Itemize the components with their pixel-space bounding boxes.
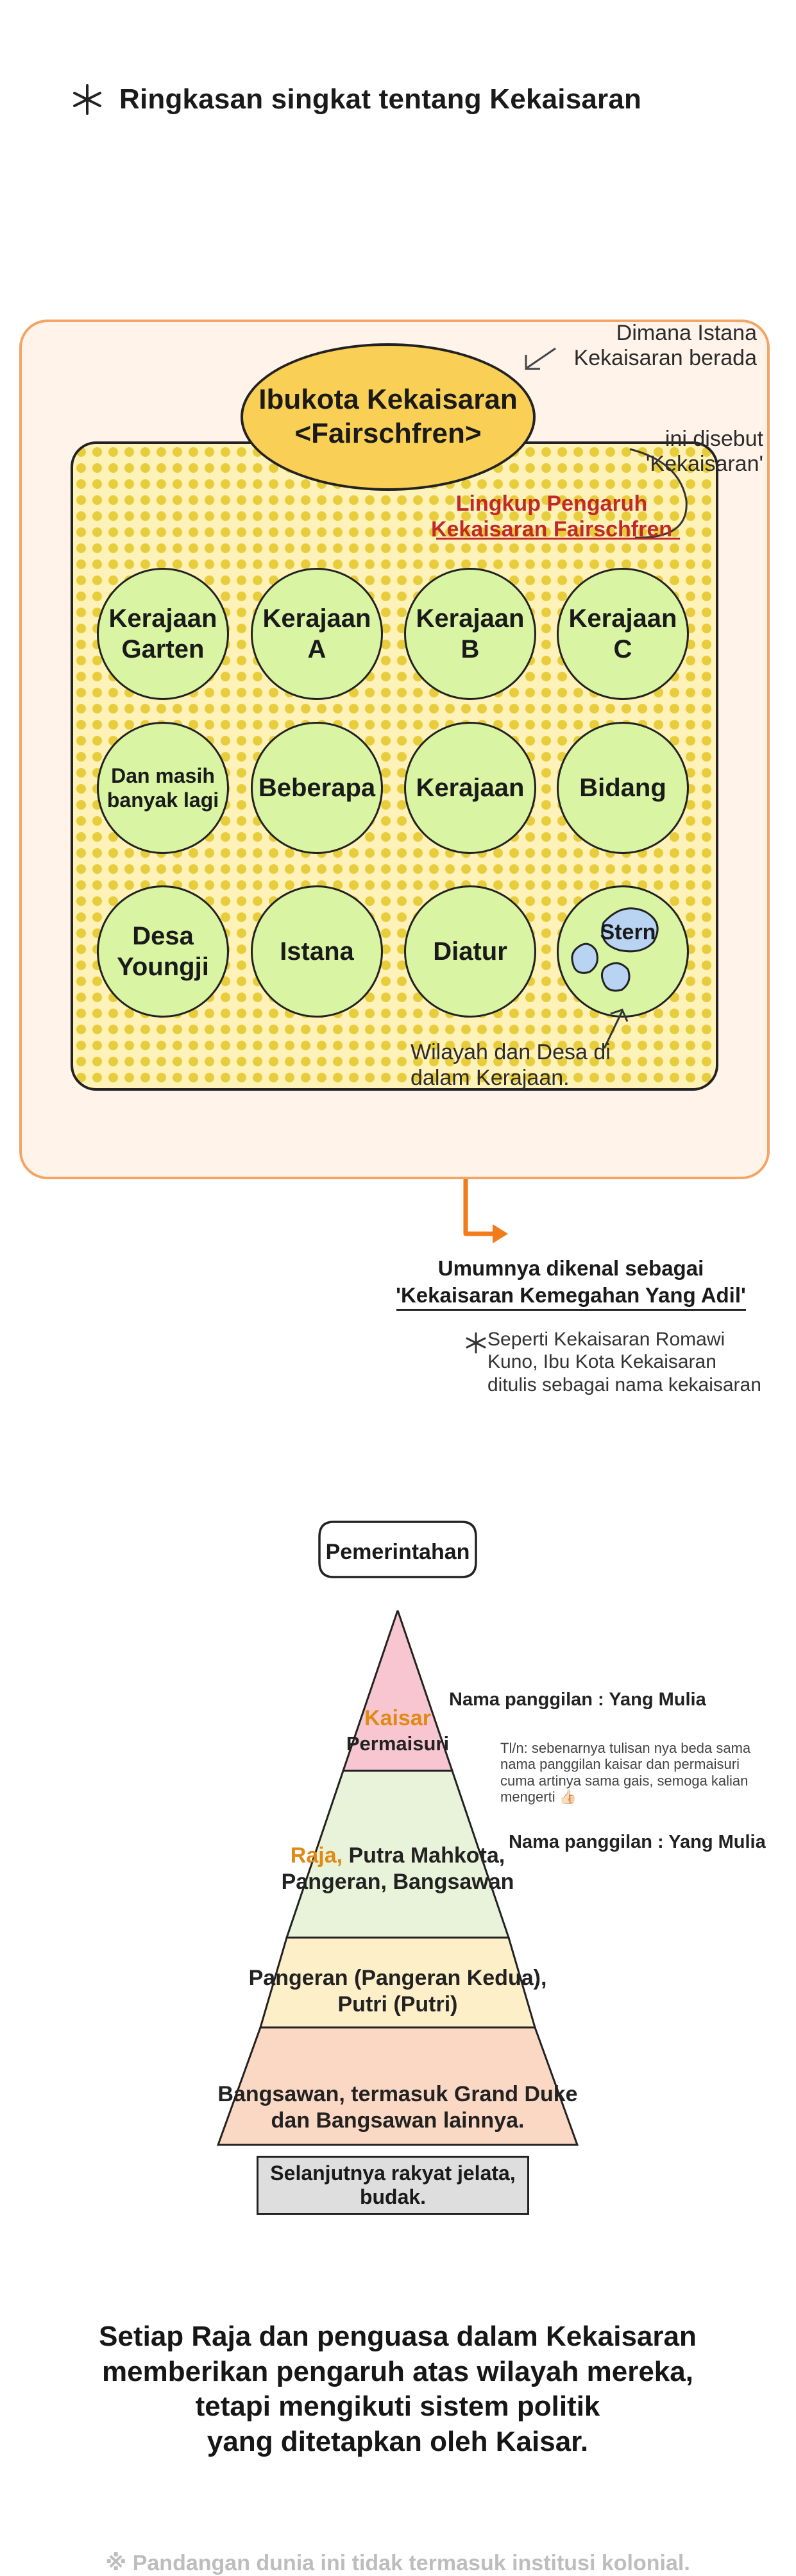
village-blobs <box>571 907 659 992</box>
kingdom-circle: Desa Youngji <box>97 885 229 1018</box>
footnote: ※ Pandangan dunia ini tidak termasuk ins… <box>105 2551 690 2575</box>
commoners-box: Selanjutnya rakyat jelata, budak. <box>257 2156 529 2215</box>
tier-nobles-text: Bangsawan, termasuk Grand Duke dan Bangs… <box>217 2082 578 2133</box>
page-header: Ringkasan singkat tentang Kekaisaran <box>71 77 648 122</box>
government-bracket <box>318 1521 477 1578</box>
king-nickname: Nama panggilan : Yang Mulia <box>509 1832 766 1852</box>
capital-ellipse: Ibukota Kekaisaran <Fairschfren> <box>241 343 536 491</box>
asterisk-icon <box>466 1332 486 1354</box>
government-label: Pemerintahan <box>325 1540 470 1564</box>
empire-called-note: ini disebut 'Kekaisaran' <box>645 427 763 477</box>
known-as-label: Umumnya dikenal sebagai <box>437 1256 704 1280</box>
kingdom-circle: Diatur <box>404 885 536 1018</box>
influence-underline <box>436 538 680 540</box>
kingdom-circle: Kerajaan B <box>404 568 536 700</box>
tier-nobles <box>216 2026 579 2146</box>
bracket-connector <box>629 448 688 539</box>
tier-emperor-text: Kaisar Permaisuri <box>308 1705 487 1755</box>
king-title: Raja, <box>290 1843 343 1868</box>
capital-name: Ibukota Kekaisaran <box>258 384 518 416</box>
emperor-nickname: Nama panggilan : Yang Mulia <box>449 1689 706 1710</box>
tier-princes-text: Pangeran (Pangeran Kedua), Putri (Putri) <box>248 1966 547 2017</box>
kingdom-circle: Dan masih banyak lagi <box>97 722 229 854</box>
orange-arrow-icon <box>463 1179 508 1243</box>
kingdom-circle: Kerajaan A <box>251 568 383 700</box>
influence-label: Lingkup Pengaruh Kekaisaran Fairschfren <box>430 491 673 542</box>
nickname-underline <box>396 1309 746 1311</box>
empire-nickname: 'Kekaisaran Kemegahan Yang Adil' <box>396 1283 746 1307</box>
asterisk-icon <box>73 84 101 115</box>
palace-location-note: Dimana Istana Kekaisaran berada <box>573 321 757 371</box>
kingdom-circle: Kerajaan Garten <box>97 568 229 700</box>
hierarchy-pyramid <box>216 1610 579 2146</box>
villages-note: Wilayah dan Desa di dalam Kerajaan. <box>411 1040 611 1091</box>
capital-subname: <Fairschfren> <box>294 418 482 449</box>
kingdom-circle: Beberapa <box>251 722 383 854</box>
kingdom-circle-stern: Stern <box>557 885 689 1018</box>
note-arrow-icon <box>525 347 556 370</box>
kingdom-circle: Bidang <box>557 722 689 854</box>
kingdom-circle: Istana <box>251 885 383 1018</box>
empress-title: Permaisuri <box>346 1732 450 1755</box>
page-title: Ringkasan singkat tentang Kekaisaran <box>119 83 642 115</box>
roman-note: Seperti Kekaisaran Romawi Kuno, Ibu Kota… <box>487 1329 761 1395</box>
summary-text: Setiap Raja dan penguasa dalam Kekaisara… <box>99 2321 697 2457</box>
kingdom-circle: Kerajaan <box>404 722 536 854</box>
kingdom-circle: Kerajaan C <box>557 568 689 700</box>
tier-kings-text: Raja, Putra Mahkota, Pangeran, Bangsawan <box>281 1843 514 1894</box>
villages-pointer <box>603 1009 629 1049</box>
emperor-title: Kaisar <box>364 1706 431 1730</box>
translator-note: Tl/n: sebenarnya tulisan nya beda sama n… <box>500 1740 751 1805</box>
